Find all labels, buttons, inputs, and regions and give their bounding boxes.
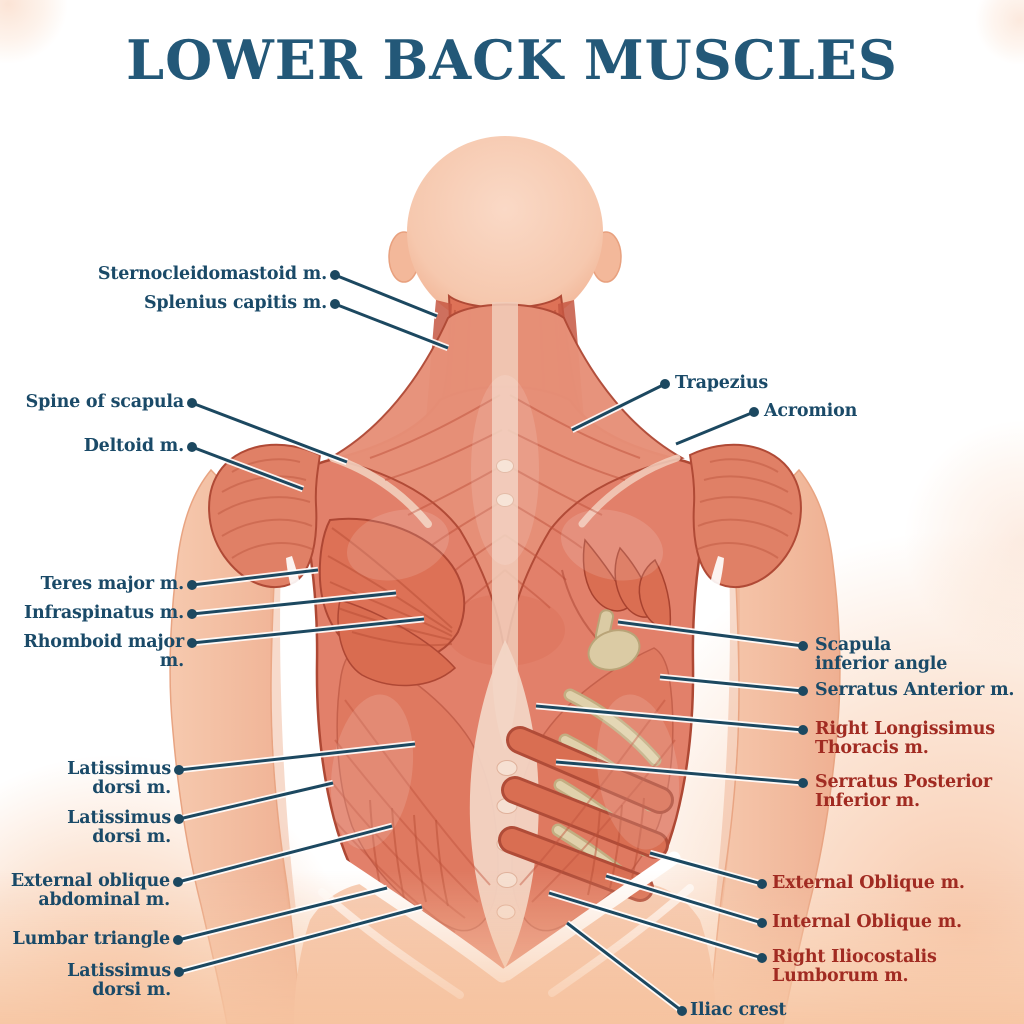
- label-right-longissimus-thoracis: Right Longissimus Thoracis m.: [815, 719, 995, 758]
- label-sternocleidomastoid: Sternocleidomastoid m.: [97, 264, 327, 284]
- label-external-oblique-abdominal: External oblique abdominal m.: [10, 871, 170, 910]
- label-serratus-posterior-inferior: Serratus Posterior Inferior m.: [815, 772, 992, 811]
- label-spine-of-scapula: Spine of scapula: [25, 392, 185, 412]
- label-acromion: Acromion: [764, 401, 858, 421]
- label-splenius-capitis: Splenius capitis m.: [143, 293, 327, 313]
- label-internal-oblique: Internal Oblique m.: [772, 912, 962, 932]
- head: [388, 136, 622, 328]
- scapula-inferior-angle-bone: [587, 609, 641, 671]
- highlights: [330, 375, 680, 850]
- label-scapula-inferior-angle: Scapula inferior angle: [815, 635, 948, 674]
- label-trapezius: Trapezius: [675, 373, 769, 393]
- label-teres-major: Teres major m.: [40, 574, 185, 594]
- label-iliac-crest: Iliac crest: [690, 1000, 787, 1020]
- label-latissimus-dorsi-mid: Latissimus dorsi m.: [67, 808, 171, 847]
- label-deltoid: Deltoid m.: [83, 436, 185, 456]
- label-external-oblique: External Oblique m.: [772, 873, 965, 893]
- label-lumbar-triangle: Lumbar triangle: [12, 929, 171, 949]
- label-latissimus-dorsi-lower: Latissimus dorsi m.: [67, 961, 171, 1000]
- label-rhomboid-major: Rhomboid major m.: [23, 632, 184, 671]
- label-latissimus-dorsi-upper: Latissimus dorsi m.: [67, 759, 171, 798]
- label-right-iliocostalis-lumborum: Right Iliocostalis Lumborum m.: [772, 947, 937, 986]
- deltoids: [208, 443, 802, 588]
- page-title: LOWER BACK MUSCLES: [126, 28, 898, 92]
- label-infraspinatus: Infraspinatus m.: [24, 603, 184, 623]
- bottom-glow: [0, 870, 1024, 1024]
- label-serratus-anterior: Serratus Anterior m.: [815, 680, 1015, 700]
- leader-dots: [173, 270, 808, 1016]
